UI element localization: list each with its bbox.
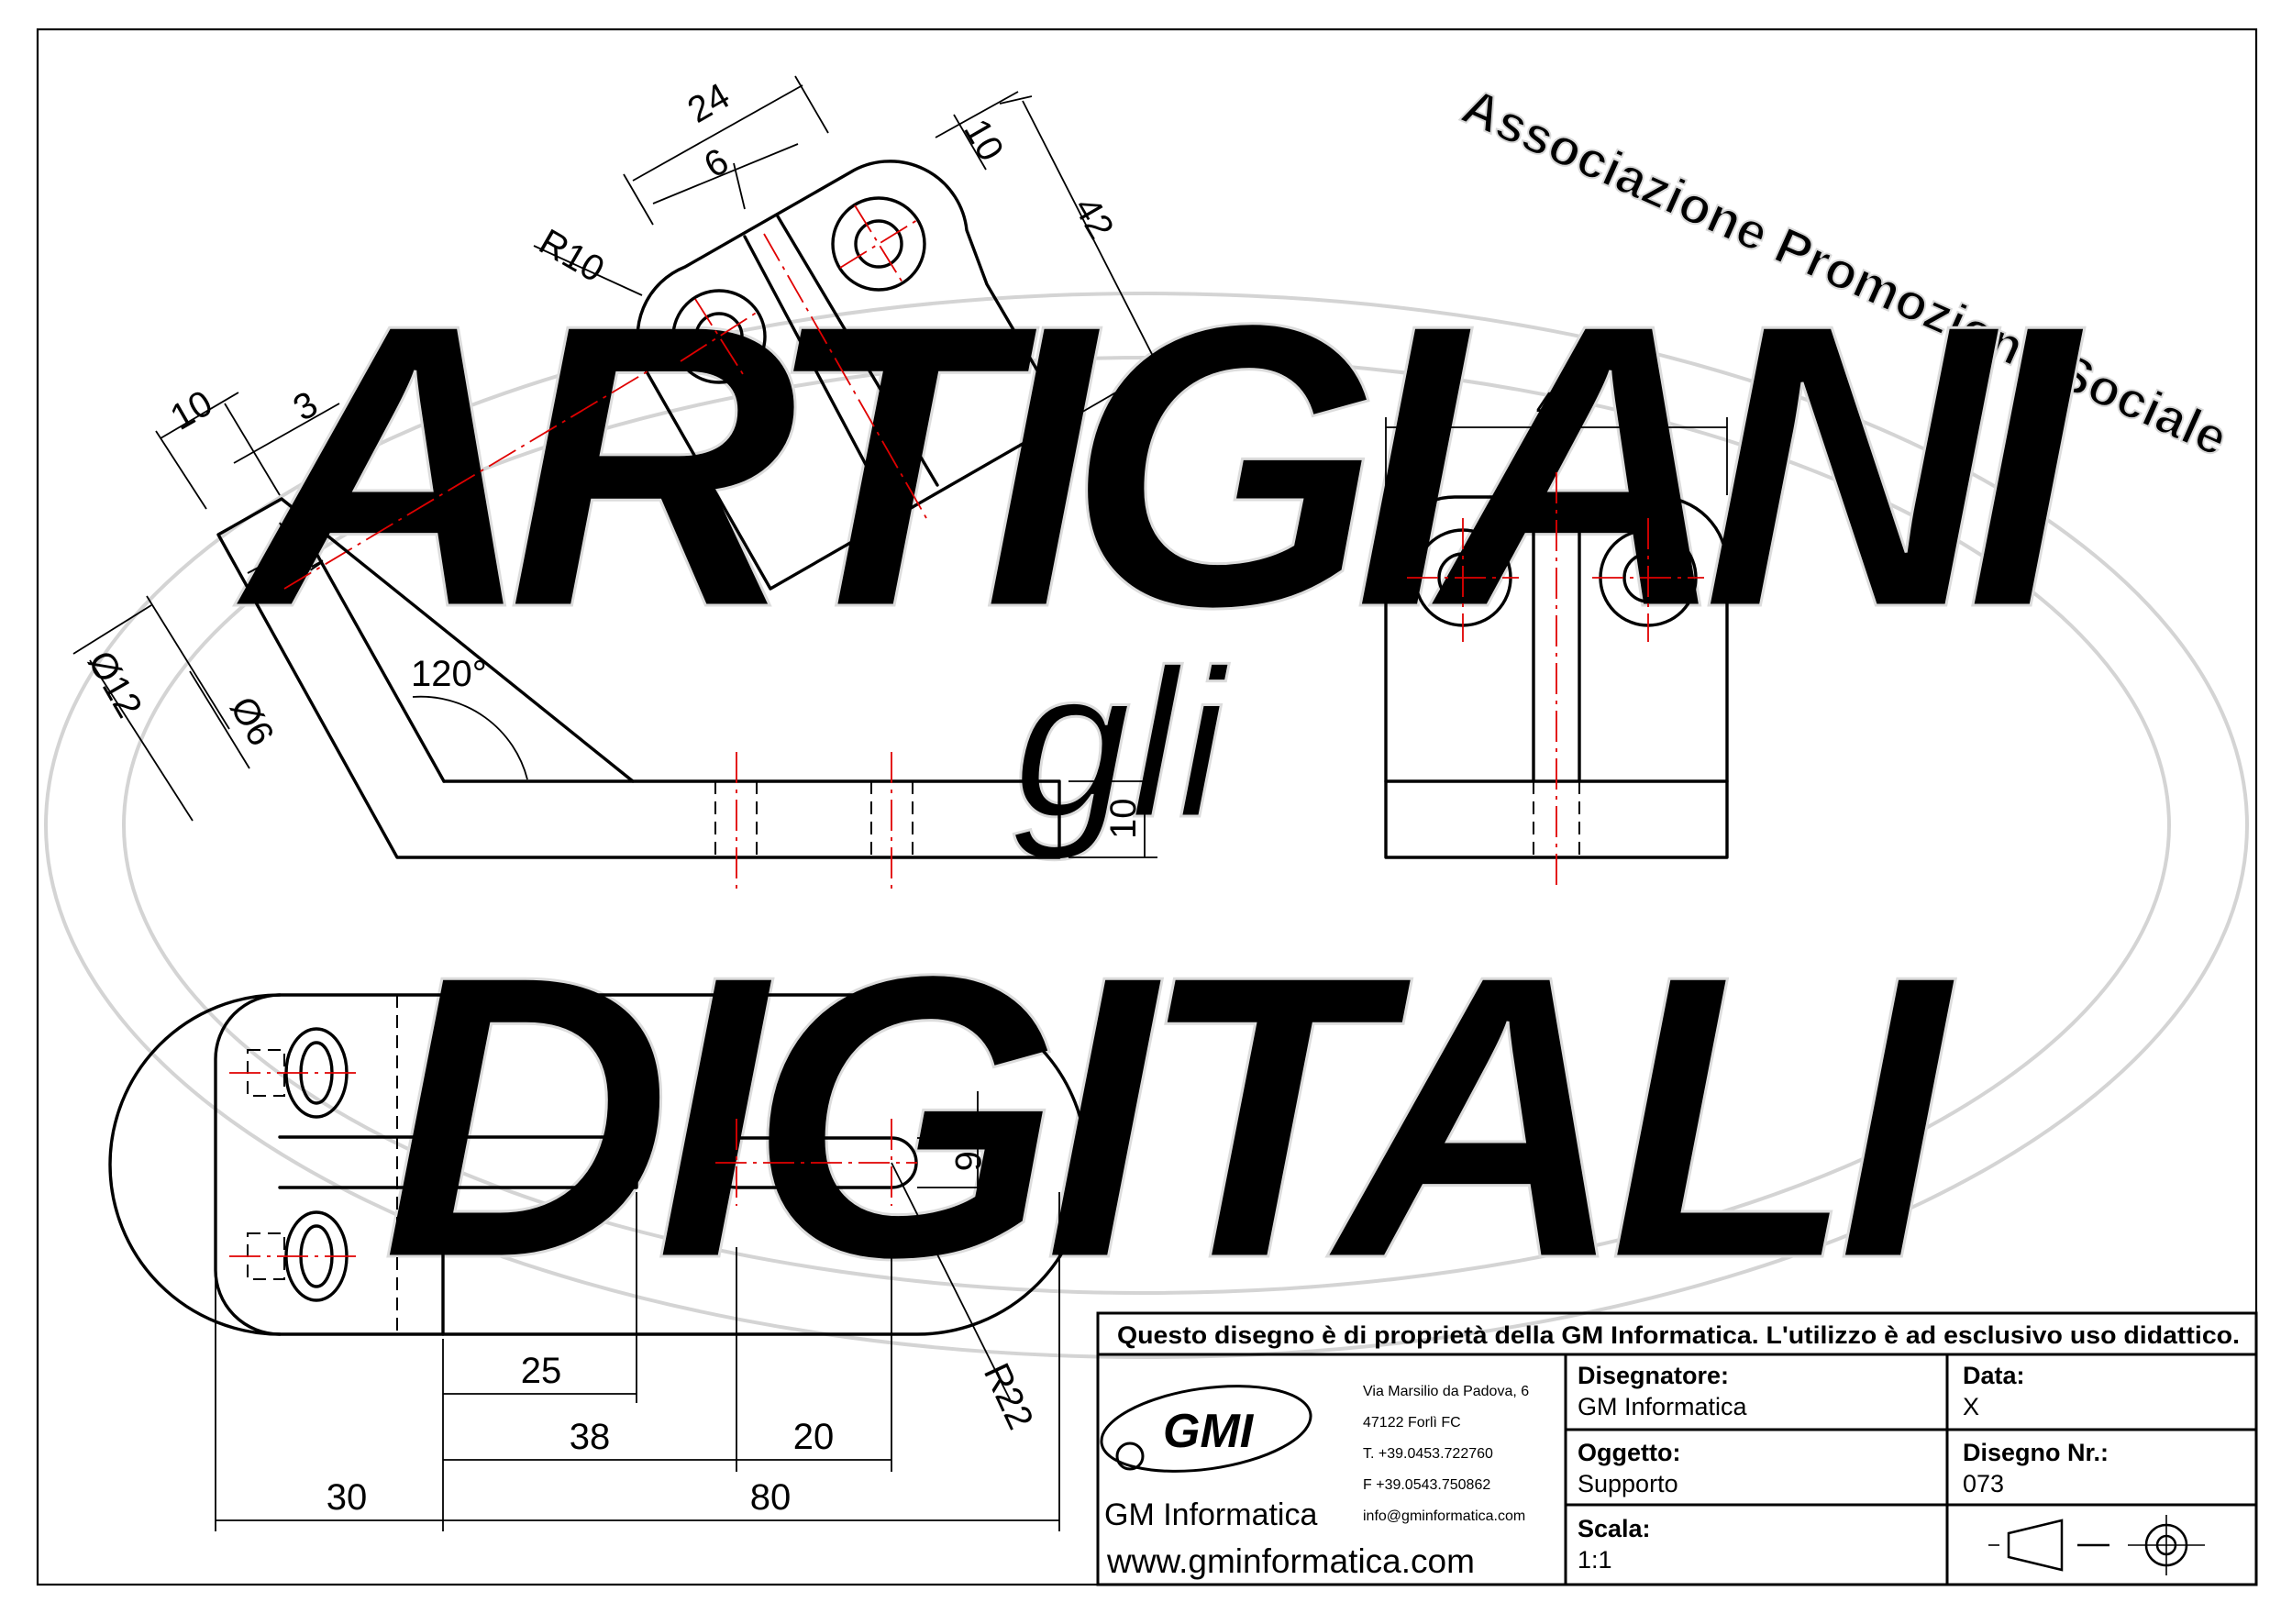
address-line-4: F +39.0543.750862 <box>1363 1477 1490 1493</box>
object-label: Oggetto: <box>1578 1439 1680 1466</box>
dim-6-aux: 6 <box>698 141 736 186</box>
aux-view-outline <box>636 160 1068 591</box>
logo-text: GMI <box>1163 1405 1255 1458</box>
date-label: Data: <box>1963 1362 2025 1389</box>
dim-10-small: 10 <box>164 382 220 437</box>
drawing-no-label: Disegno Nr.: <box>1963 1439 2109 1466</box>
title-block-notice: Questo disegno è di proprietà della GM I… <box>1117 1321 2240 1349</box>
scale-value: 1:1 <box>1578 1546 1612 1574</box>
side-view-outline <box>1384 495 1729 859</box>
dim-30: 30 <box>327 1477 368 1518</box>
gmi-logo-icon: GMI <box>1100 1385 1312 1473</box>
drawing-no-value: 073 <box>1963 1470 2004 1497</box>
aux-hole-2 <box>831 196 926 292</box>
dim-phi6: Ø6 <box>222 690 282 753</box>
dim-80: 80 <box>750 1477 792 1518</box>
aux-hole-1 <box>671 289 767 384</box>
dim-slot-6: 6 <box>947 1151 988 1171</box>
date-value: X <box>1963 1393 1979 1420</box>
dim-44: 44 <box>1536 385 1578 425</box>
side-view: 44 <box>1384 385 1729 885</box>
first-angle-projection-icon <box>1988 1515 2205 1575</box>
dim-thickness-10: 10 <box>1103 799 1144 840</box>
address-line-1: Via Marsilio da Padova, 6 <box>1363 1384 1529 1399</box>
address-line-2: 47122 Forlì FC <box>1363 1415 1461 1431</box>
company-website: www.gminformatica.com <box>1106 1542 1475 1580</box>
dim-25: 25 <box>521 1351 562 1391</box>
dim-24: 24 <box>681 75 737 130</box>
dim-42: 42 <box>1066 191 1121 247</box>
watermark-word-bottom: DIGITALI <box>381 892 1956 1342</box>
designer-label: Disegnatore: <box>1578 1362 1729 1389</box>
dim-38: 38 <box>570 1417 611 1457</box>
address-line-5: info@gminformatica.com <box>1363 1508 1525 1524</box>
dim-r22: R22 <box>976 1357 1041 1435</box>
object-value: Supporto <box>1578 1470 1678 1497</box>
plan-view: 6 25 38 20 30 80 R22 <box>108 993 1089 1531</box>
watermark: Associazione Promozione Sociale ARTIGIAN… <box>44 75 2249 1359</box>
watermark-word-mid: gli <box>1013 625 1230 861</box>
plan-view-outline <box>214 993 1089 1336</box>
designer-value: GM Informatica <box>1578 1393 1748 1420</box>
scale-label: Scala: <box>1578 1515 1651 1542</box>
watermark-word-top: ARTIGIANI <box>230 241 2086 691</box>
title-block: Questo disegno è di proprietà della GM I… <box>1096 1311 2258 1586</box>
dim-20: 20 <box>793 1417 835 1457</box>
address-line-3: T. +39.0453.722760 <box>1363 1446 1493 1462</box>
dim-10-aux: 10 <box>956 113 1011 169</box>
dim-angle-120: 120° <box>411 654 487 694</box>
company-name: GM Informatica <box>1104 1497 1317 1532</box>
dim-phi12: Ø12 <box>80 645 149 724</box>
